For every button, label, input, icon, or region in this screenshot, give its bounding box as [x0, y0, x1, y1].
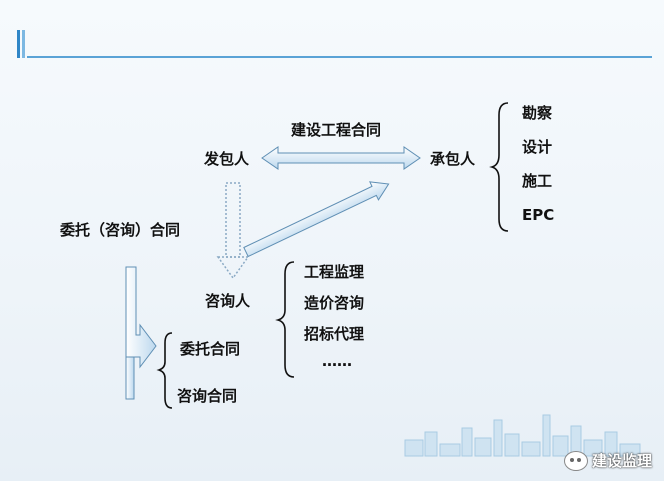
contract-label: 建设工程合同 — [291, 121, 382, 139]
watermark: 建设监理 — [563, 450, 652, 471]
consultant-to-contractor-arrow — [243, 181, 390, 258]
contractor-role: 设计 — [522, 138, 553, 156]
contractor-label: 承包人 — [430, 150, 476, 168]
contractor-roles-brace — [489, 102, 509, 232]
consultant-service: 工程监理 — [304, 263, 365, 281]
consultant-service: 招标代理 — [304, 325, 365, 343]
entrust-label: 委托合同 — [180, 340, 241, 358]
consultant-services-brace — [275, 261, 295, 378]
watermark-text: 建设监理 — [591, 452, 652, 470]
header-accent-bars — [17, 30, 25, 58]
entrust-down-arrow — [216, 182, 250, 280]
consult-label: 咨询合同 — [177, 387, 238, 405]
header-line — [27, 56, 652, 58]
wechat-icon — [563, 450, 588, 471]
consultant-service: …… — [322, 352, 352, 370]
consultant-label: 咨询人 — [205, 292, 251, 310]
contractor-role: 勘察 — [522, 104, 553, 122]
entrust-contract-label: 委托（咨询）合同 — [60, 221, 181, 239]
contract-types-brace — [156, 332, 173, 409]
contractor-role: EPC — [522, 206, 555, 224]
left-l-arrow — [125, 266, 157, 369]
skyline-decoration — [404, 414, 641, 457]
contract-double-arrow — [261, 146, 421, 170]
employer-label: 发包人 — [204, 150, 250, 168]
consultant-service: 造价咨询 — [304, 294, 365, 312]
contractor-role: 施工 — [522, 172, 553, 190]
